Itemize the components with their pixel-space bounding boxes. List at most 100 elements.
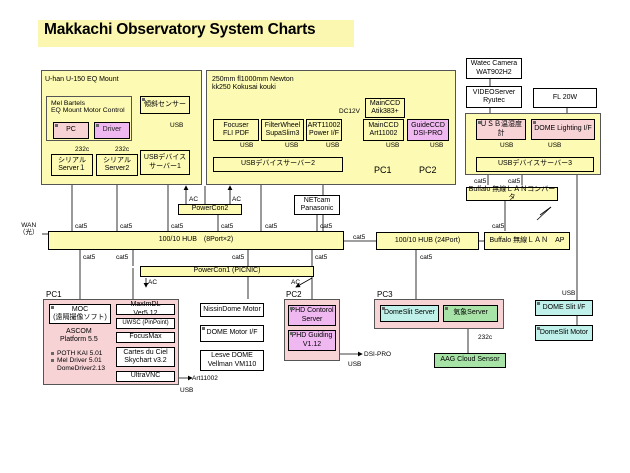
art-power-if-box: ART11002 Power I/F [306,119,342,141]
domeslit-motor-marker-dot [537,327,540,330]
lesve-dome-box: Lesve DOME Vellman VM110 [200,350,264,371]
dome-motor-marker-dot [202,327,205,330]
usb-label-guide: USB [430,142,444,149]
title-bar [38,20,354,47]
weather-server-box: 気象Server [443,305,498,322]
ac-label-4: AC [291,279,301,286]
buffalo-converter-box: Buffalo 無線ＬＡＮコンバータ [466,186,558,201]
ac-label-1: AC [189,196,199,203]
cat5-label-7: cat5 [474,178,487,185]
weather-server-marker-dot [445,307,448,310]
buffalo-ap-box: Buffalo 無線ＬＡＮ AP [484,232,570,250]
serial-server-1: シリアル Server１ [51,154,93,176]
pc2-output-label: PC2 [419,165,437,175]
tilt-sensor-marker-dot [142,98,145,101]
guide-ccd-box: GuideCCD DSI-PRO [407,119,449,141]
usb-label-art-power: USB [326,142,340,149]
pc1-group-label: PC1 [46,290,62,299]
pc-box: PC [53,122,89,139]
tilt-sensor-box: 傾斜センサー [140,96,190,114]
maximdl-box: MaxImDL Ver5.12 [116,301,175,317]
rs232c-label-3: 232c [478,334,493,341]
phd-server-marker-dot [290,307,293,310]
usb-device-server-2: USBデバイスサーバー2 [213,157,343,172]
main-ccd-atik-box: MainCCD Atik383+ [365,98,405,118]
filterwheel-box: FilterWheel SupaSlim3 [261,119,304,141]
usb-device-server-1: USBデバイス サーバー1 [140,150,190,175]
ac-label-3: AC [148,279,158,286]
usb-label-dome-lighting: USB [548,142,562,149]
cat5-label-8: cat5 [508,178,521,185]
wan-label: WAN （光） [19,222,39,237]
usb-label-thermo: USB [500,142,514,149]
powercon2-box: PowerCon2 [178,204,242,215]
nissin-dome-motor-box: NissinDome Motor [200,303,264,317]
fl20w-box: FL 20W [533,88,597,108]
cat5-label-3: cat5 [171,223,184,230]
dc12v-label: DC12V [339,108,360,115]
usb-label-slit: USB [562,290,576,297]
pc3-group-label: PC3 [377,290,393,299]
main-ccd-art-box: MainCCD Art11002 [363,119,404,141]
pc-marker-dot [55,124,58,127]
ultravnc-box: UltraVNC [116,371,175,382]
driver-marker-dot [96,124,99,127]
moc-box: MOC (遠隔撮像ソフト) [49,304,111,324]
domeslit-server-box: DomeSlit Server [380,305,439,322]
usb-label-focuser: USB [240,142,254,149]
dome-slit-if-box: DOME Slit I/F [535,300,593,316]
pc1-drivers-marker-dot-2 [51,359,54,362]
usb-thermometer-box: ＵＳＢ温湿度計 [476,119,526,140]
newton-group-label: 250mm fl1000mm Newton kk250 Kokusai kouk… [212,76,294,92]
driver-box: Driver [94,122,130,139]
dome-slit-if-marker-dot [537,302,540,305]
pc1-drivers-marker-dot [51,352,54,355]
dome-lighting-if-box: DOME Lighting I/F [531,119,595,140]
cat5-label-11: cat5 [83,254,96,261]
cartes-du-ciel-box: Cartes du Ciel Skychart v3.2 [116,347,175,367]
hub-24port-box: 100/10 HUB (24Port) [376,232,479,250]
dsi-pro-output-label: DSI-PRO [364,351,392,358]
netcam-box: NETcam Panasonic [294,195,340,215]
cat5-label-15: cat5 [420,254,433,261]
ac-label-2: AC [232,196,242,203]
rs232c-label-2: 232c [115,146,130,153]
videoserver-box: VIDEOServer Ryutec [466,86,522,108]
art11002-output-label: Art11002 [192,375,218,382]
cat5-label-1: cat5 [75,223,88,230]
cat5-label-9: cat5 [492,223,505,230]
rs232c-label-1: 232c [75,146,90,153]
cat5-label-13: cat5 [232,254,245,261]
domeslit-motor-box: DomeSlit Motor [535,325,593,341]
moc-marker-dot [51,306,54,309]
focusmax-box: FocusMax [116,332,175,343]
cat5-label-4: cat5 [221,223,234,230]
cat5-label-5: cat5 [265,223,278,230]
ascom-label: ASCOM Platform 5.5 [60,328,98,343]
usb-label-pc2: USB [348,361,362,368]
usb-label-atik: USB [386,142,400,149]
usb-label-tilt: USB [170,122,184,129]
dome-motor-if-box: DOME Motor I/F [200,325,264,342]
phd-guiding-marker-dot [290,332,293,335]
hub-8port-box: 100/10 HUB (8Port×2) [48,231,344,250]
phd-guiding-box: PHD Guiding V1.12 [288,330,336,351]
domeslit-server-marker-dot [382,307,385,310]
watec-camera-box: Watec Camera WAT902H2 [466,58,522,79]
dome-lighting-marker-dot [533,121,536,124]
cat5-label-14: cat5 [315,254,328,261]
pc1-output-label: PC1 [374,165,392,175]
usb-label-filterwheel: USB [285,142,299,149]
phd-control-server-box: PHD Contorol Server [288,305,336,326]
page-title: Makkachi Observatory System Charts [44,21,316,38]
powercon1-box: PowerCon1 (PICNIC) [140,266,314,277]
usb-label-pc1: USB [180,387,194,394]
uwsc-box: UWSC (PinPoint) [116,318,175,329]
pc2-group-label: PC2 [286,290,302,299]
cat5-label-10: cat5 [353,234,366,241]
cat5-label-2: cat5 [120,223,133,230]
pc1-drivers-label: POTH KAI 5.01 Mel Driver 5.01 DomeDriver… [57,350,106,372]
mount-group-label: U-han U-150 EQ Mount [45,76,119,83]
aag-cloud-sensor-box: AAG Cloud Sensor [434,353,506,368]
motor-control-label: Mel Bartels EQ Mount Motor Control [51,100,125,115]
